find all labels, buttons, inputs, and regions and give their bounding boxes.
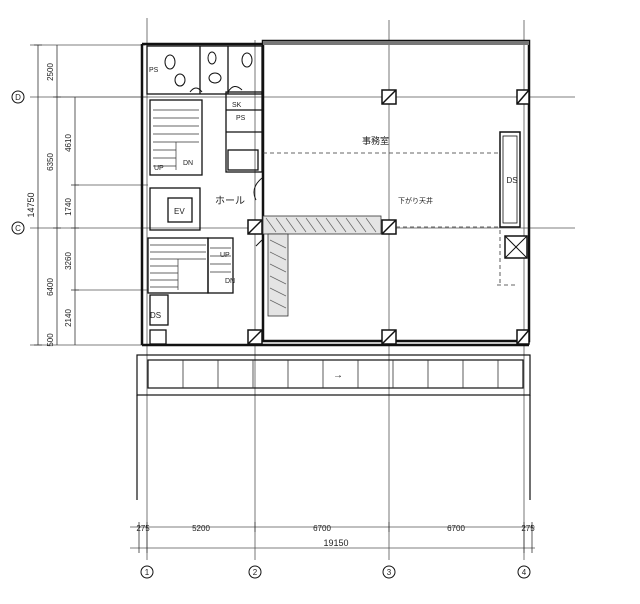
dim-top-vertical: 2500 [46, 63, 55, 81]
beam-band [262, 215, 382, 317]
ps-left-label: PS [149, 67, 159, 74]
hall-label: ホール [215, 195, 245, 207]
grid-bubbles [11, 90, 531, 579]
axis-bubble-3 [382, 565, 396, 579]
left-dimension-lines [34, 44, 79, 346]
axis-label-1: 1 [145, 568, 150, 577]
upper-stair-treads [153, 109, 199, 170]
axis-bubble-1 [140, 565, 154, 579]
sk-label: SK [232, 102, 242, 109]
axis-label-2: 2 [253, 568, 258, 577]
lower-stair-treads [150, 244, 231, 290]
office-label: 事務室 [362, 135, 389, 147]
axis-bubble-D [11, 90, 25, 104]
balcony [136, 354, 531, 500]
dim-span-2: 6700 [313, 524, 331, 533]
ds-left-label: DS [150, 311, 161, 320]
dim-mid-a: 4610 [64, 134, 73, 152]
door-swing [253, 177, 263, 201]
axis-label-3: 3 [387, 568, 392, 577]
ds-right-label: DS [506, 176, 517, 185]
axis-label-C: C [15, 224, 21, 233]
dim-span-3: 6700 [447, 524, 465, 533]
lowered-ceiling-label: 下がり天井 [398, 196, 433, 205]
upper-stair-dn: DN [183, 160, 193, 167]
core-walls [146, 45, 263, 345]
lower-stair-up: UP [220, 252, 230, 259]
toilet-fixtures [164, 51, 253, 93]
axis-bubble-4 [517, 565, 531, 579]
ev-label: EV [174, 207, 185, 216]
grid-lines [30, 18, 575, 560]
dim-low-a: 3260 [64, 252, 73, 270]
dim-bottom: 500 [46, 333, 55, 347]
axis-label-4: 4 [522, 568, 527, 577]
dim-mid-b: 6350 [46, 153, 55, 171]
dim-total-horizontal: 19150 [323, 538, 348, 548]
dim-low-c: 2140 [64, 309, 73, 327]
lower-stair-dn: DN [225, 278, 235, 285]
dim-edge-right: 275 [521, 524, 535, 533]
dim-total-vertical: 14750 [26, 192, 36, 217]
column-diagonals [247, 89, 530, 345]
ds-shaft-right [499, 131, 528, 259]
dim-low-b: 6400 [46, 278, 55, 296]
bottom-dimension-ticks [138, 522, 533, 553]
axis-bubble-C [11, 221, 25, 235]
upper-stair-up: UP [154, 165, 164, 172]
ps-mid-label: PS [236, 115, 246, 122]
dim-span-1: 5200 [192, 524, 210, 533]
balcony-panels [182, 360, 499, 388]
dim-mid-c: 1740 [64, 198, 73, 216]
axis-label-D: D [15, 93, 21, 102]
axis-bubble-2 [248, 565, 262, 579]
north-wall-hatch [263, 41, 529, 45]
dim-edge-left: 275 [136, 524, 150, 533]
balcony-arrow: → [333, 370, 343, 381]
